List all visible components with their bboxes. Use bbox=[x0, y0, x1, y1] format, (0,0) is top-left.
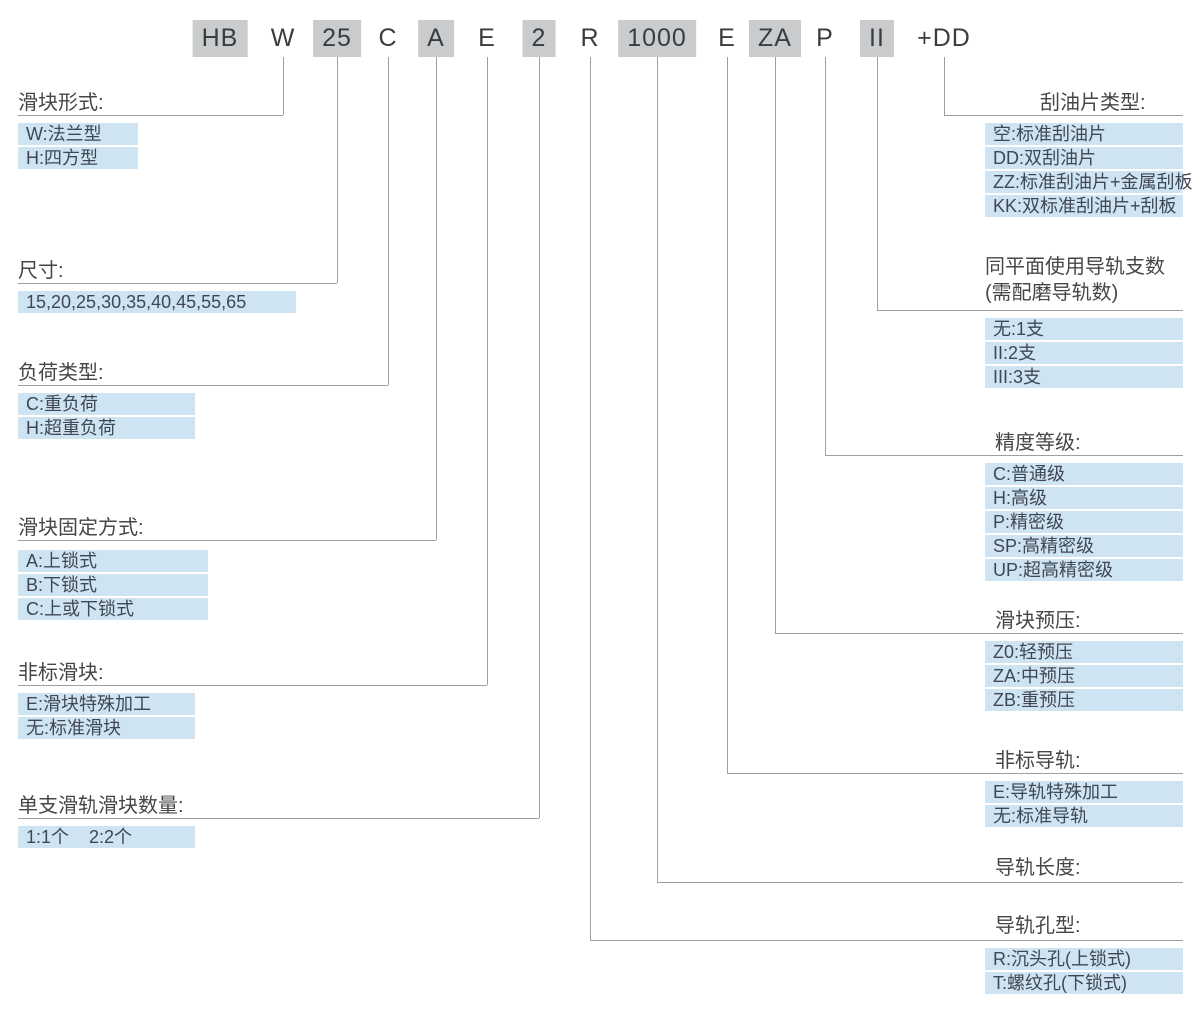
legend-item: ZA:中预压 bbox=[985, 665, 1183, 687]
code-segment-wiper: +DD bbox=[917, 24, 971, 52]
connector-hline bbox=[18, 540, 436, 541]
section-label: 负荷类型: bbox=[18, 362, 104, 384]
connector-vline bbox=[727, 57, 728, 773]
code-segment-nonstd-slider: E bbox=[478, 24, 496, 52]
code-segment-hole-type: R bbox=[580, 24, 600, 52]
connector-hline bbox=[18, 818, 539, 819]
section-label: 非标导轨: bbox=[995, 750, 1081, 772]
section-label: 导轨孔型: bbox=[995, 915, 1081, 937]
code-segment-fixing: A bbox=[418, 20, 454, 57]
connector-hline bbox=[877, 310, 1183, 311]
code-segment-series: HB bbox=[192, 20, 248, 57]
legend-item: C:重负荷 bbox=[18, 393, 195, 415]
connector-hline bbox=[590, 940, 1183, 941]
section-label: 滑块固定方式: bbox=[18, 517, 144, 539]
legend-item: A:上锁式 bbox=[18, 550, 208, 572]
legend-item: R:沉头孔(上锁式) bbox=[985, 948, 1183, 970]
connector-vline bbox=[775, 57, 776, 633]
section-label: 导轨长度: bbox=[995, 857, 1081, 879]
legend-item: P:精密级 bbox=[985, 511, 1183, 533]
legend-item: III:3支 bbox=[985, 366, 1183, 388]
legend-item: H:高级 bbox=[985, 487, 1183, 509]
legend-item: 空:标准刮油片 bbox=[985, 123, 1183, 145]
code-segment-slider-count: 2 bbox=[522, 20, 556, 57]
connector-hline bbox=[825, 455, 1183, 456]
legend-item: 无:标准滑块 bbox=[18, 717, 195, 739]
connector-vline bbox=[283, 57, 284, 115]
connector-hline bbox=[657, 882, 1183, 883]
connector-hline bbox=[18, 115, 283, 116]
code-segment-load: C bbox=[378, 24, 398, 52]
connector-hline bbox=[18, 283, 337, 284]
code-segment-rail-length: 1000 bbox=[618, 20, 696, 57]
connector-vline bbox=[590, 57, 591, 940]
legend-item: II:2支 bbox=[985, 342, 1183, 364]
connector-hline bbox=[727, 773, 1183, 774]
connector-vline bbox=[436, 57, 437, 540]
legend-item: B:下锁式 bbox=[18, 574, 208, 596]
connector-vline bbox=[388, 57, 389, 385]
legend-item: T:螺纹孔(下锁式) bbox=[985, 972, 1183, 994]
connector-vline bbox=[877, 57, 878, 310]
legend-item: SP:高精密级 bbox=[985, 535, 1183, 557]
section-label: 非标滑块: bbox=[18, 662, 104, 684]
legend-item: 无:标准导轨 bbox=[985, 805, 1183, 827]
section-label: 精度等级: bbox=[995, 432, 1081, 454]
connector-vline bbox=[825, 57, 826, 455]
legend-item: UP:超高精密级 bbox=[985, 559, 1183, 581]
legend-item: ZB:重预压 bbox=[985, 689, 1183, 711]
section-label: 单支滑轨滑块数量: bbox=[18, 795, 184, 817]
code-segment-accuracy: P bbox=[816, 24, 834, 52]
code-segment-preload: ZA bbox=[749, 20, 801, 57]
code-segment-size: 25 bbox=[313, 20, 361, 57]
connector-hline bbox=[775, 633, 1183, 634]
section-label-subline: (需配磨导轨数) bbox=[985, 282, 1119, 304]
legend-item: KK:双标准刮油片+刮板 bbox=[985, 195, 1183, 217]
legend-item: DD:双刮油片 bbox=[985, 147, 1183, 169]
legend-item: E:导轨特殊加工 bbox=[985, 781, 1183, 803]
legend-item: E:滑块特殊加工 bbox=[18, 693, 195, 715]
legend-item: 无:1支 bbox=[985, 318, 1183, 340]
section-label: 刮油片类型: bbox=[1040, 92, 1146, 114]
connector-vline bbox=[944, 57, 945, 115]
connector-vline bbox=[487, 57, 488, 685]
legend-item: 15,20,25,30,35,40,45,55,65 bbox=[18, 291, 296, 313]
legend-item: Z0:轻预压 bbox=[985, 641, 1183, 663]
legend-item: ZZ:标准刮油片+金属刮板 bbox=[985, 171, 1193, 193]
section-label: 滑块预压: bbox=[995, 610, 1081, 632]
connector-vline bbox=[337, 57, 338, 283]
connector-vline bbox=[657, 57, 658, 882]
section-label: 尺寸: bbox=[18, 260, 64, 282]
connector-vline bbox=[539, 57, 540, 818]
legend-item: C:普通级 bbox=[985, 463, 1183, 485]
code-segment-nonstd-rail: E bbox=[718, 24, 736, 52]
section-label: 滑块形式: bbox=[18, 92, 104, 114]
legend-item: H:四方型 bbox=[18, 147, 138, 169]
connector-hline bbox=[18, 685, 487, 686]
legend-item: H:超重负荷 bbox=[18, 417, 195, 439]
connector-hline bbox=[18, 385, 388, 386]
legend-item: C:上或下锁式 bbox=[18, 598, 208, 620]
section-label: 同平面使用导轨支数 bbox=[985, 256, 1165, 278]
code-segment-slider-form: W bbox=[270, 24, 296, 52]
legend-item: W:法兰型 bbox=[18, 123, 138, 145]
legend-item: 1:1个 2:2个 bbox=[18, 826, 195, 848]
connector-hline bbox=[944, 115, 1183, 116]
code-segment-rail-count: II bbox=[860, 20, 894, 57]
